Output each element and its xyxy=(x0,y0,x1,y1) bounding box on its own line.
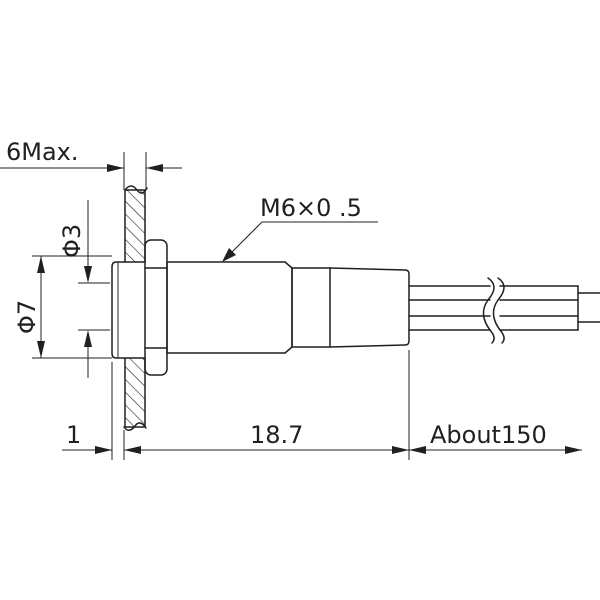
panel-section xyxy=(123,185,148,431)
dimension-diameter-small: Φ3 xyxy=(58,200,110,378)
label-thread: M6×0 .5 xyxy=(260,194,362,222)
label-body-length: 18.7 xyxy=(250,421,303,449)
label-lead-length: About150 xyxy=(430,421,547,449)
hex-nut xyxy=(144,239,168,376)
dimension-panel-max: 6Max. xyxy=(0,138,182,190)
dimension-diameter-large: Φ7 xyxy=(13,255,112,359)
label-panel-max: 6Max. xyxy=(6,138,79,166)
label-flange-thickness: 1 xyxy=(66,421,81,449)
rear-housing xyxy=(291,267,410,348)
dimension-bottom: 1 18.7 About150 xyxy=(62,350,582,460)
label-diameter-large: Φ7 xyxy=(13,300,41,334)
label-diameter-small: Φ3 xyxy=(58,224,86,258)
front-flange xyxy=(111,261,126,359)
thread-callout: M6×0 .5 xyxy=(222,194,378,262)
lead-wires xyxy=(408,277,600,344)
threaded-body xyxy=(166,261,293,354)
